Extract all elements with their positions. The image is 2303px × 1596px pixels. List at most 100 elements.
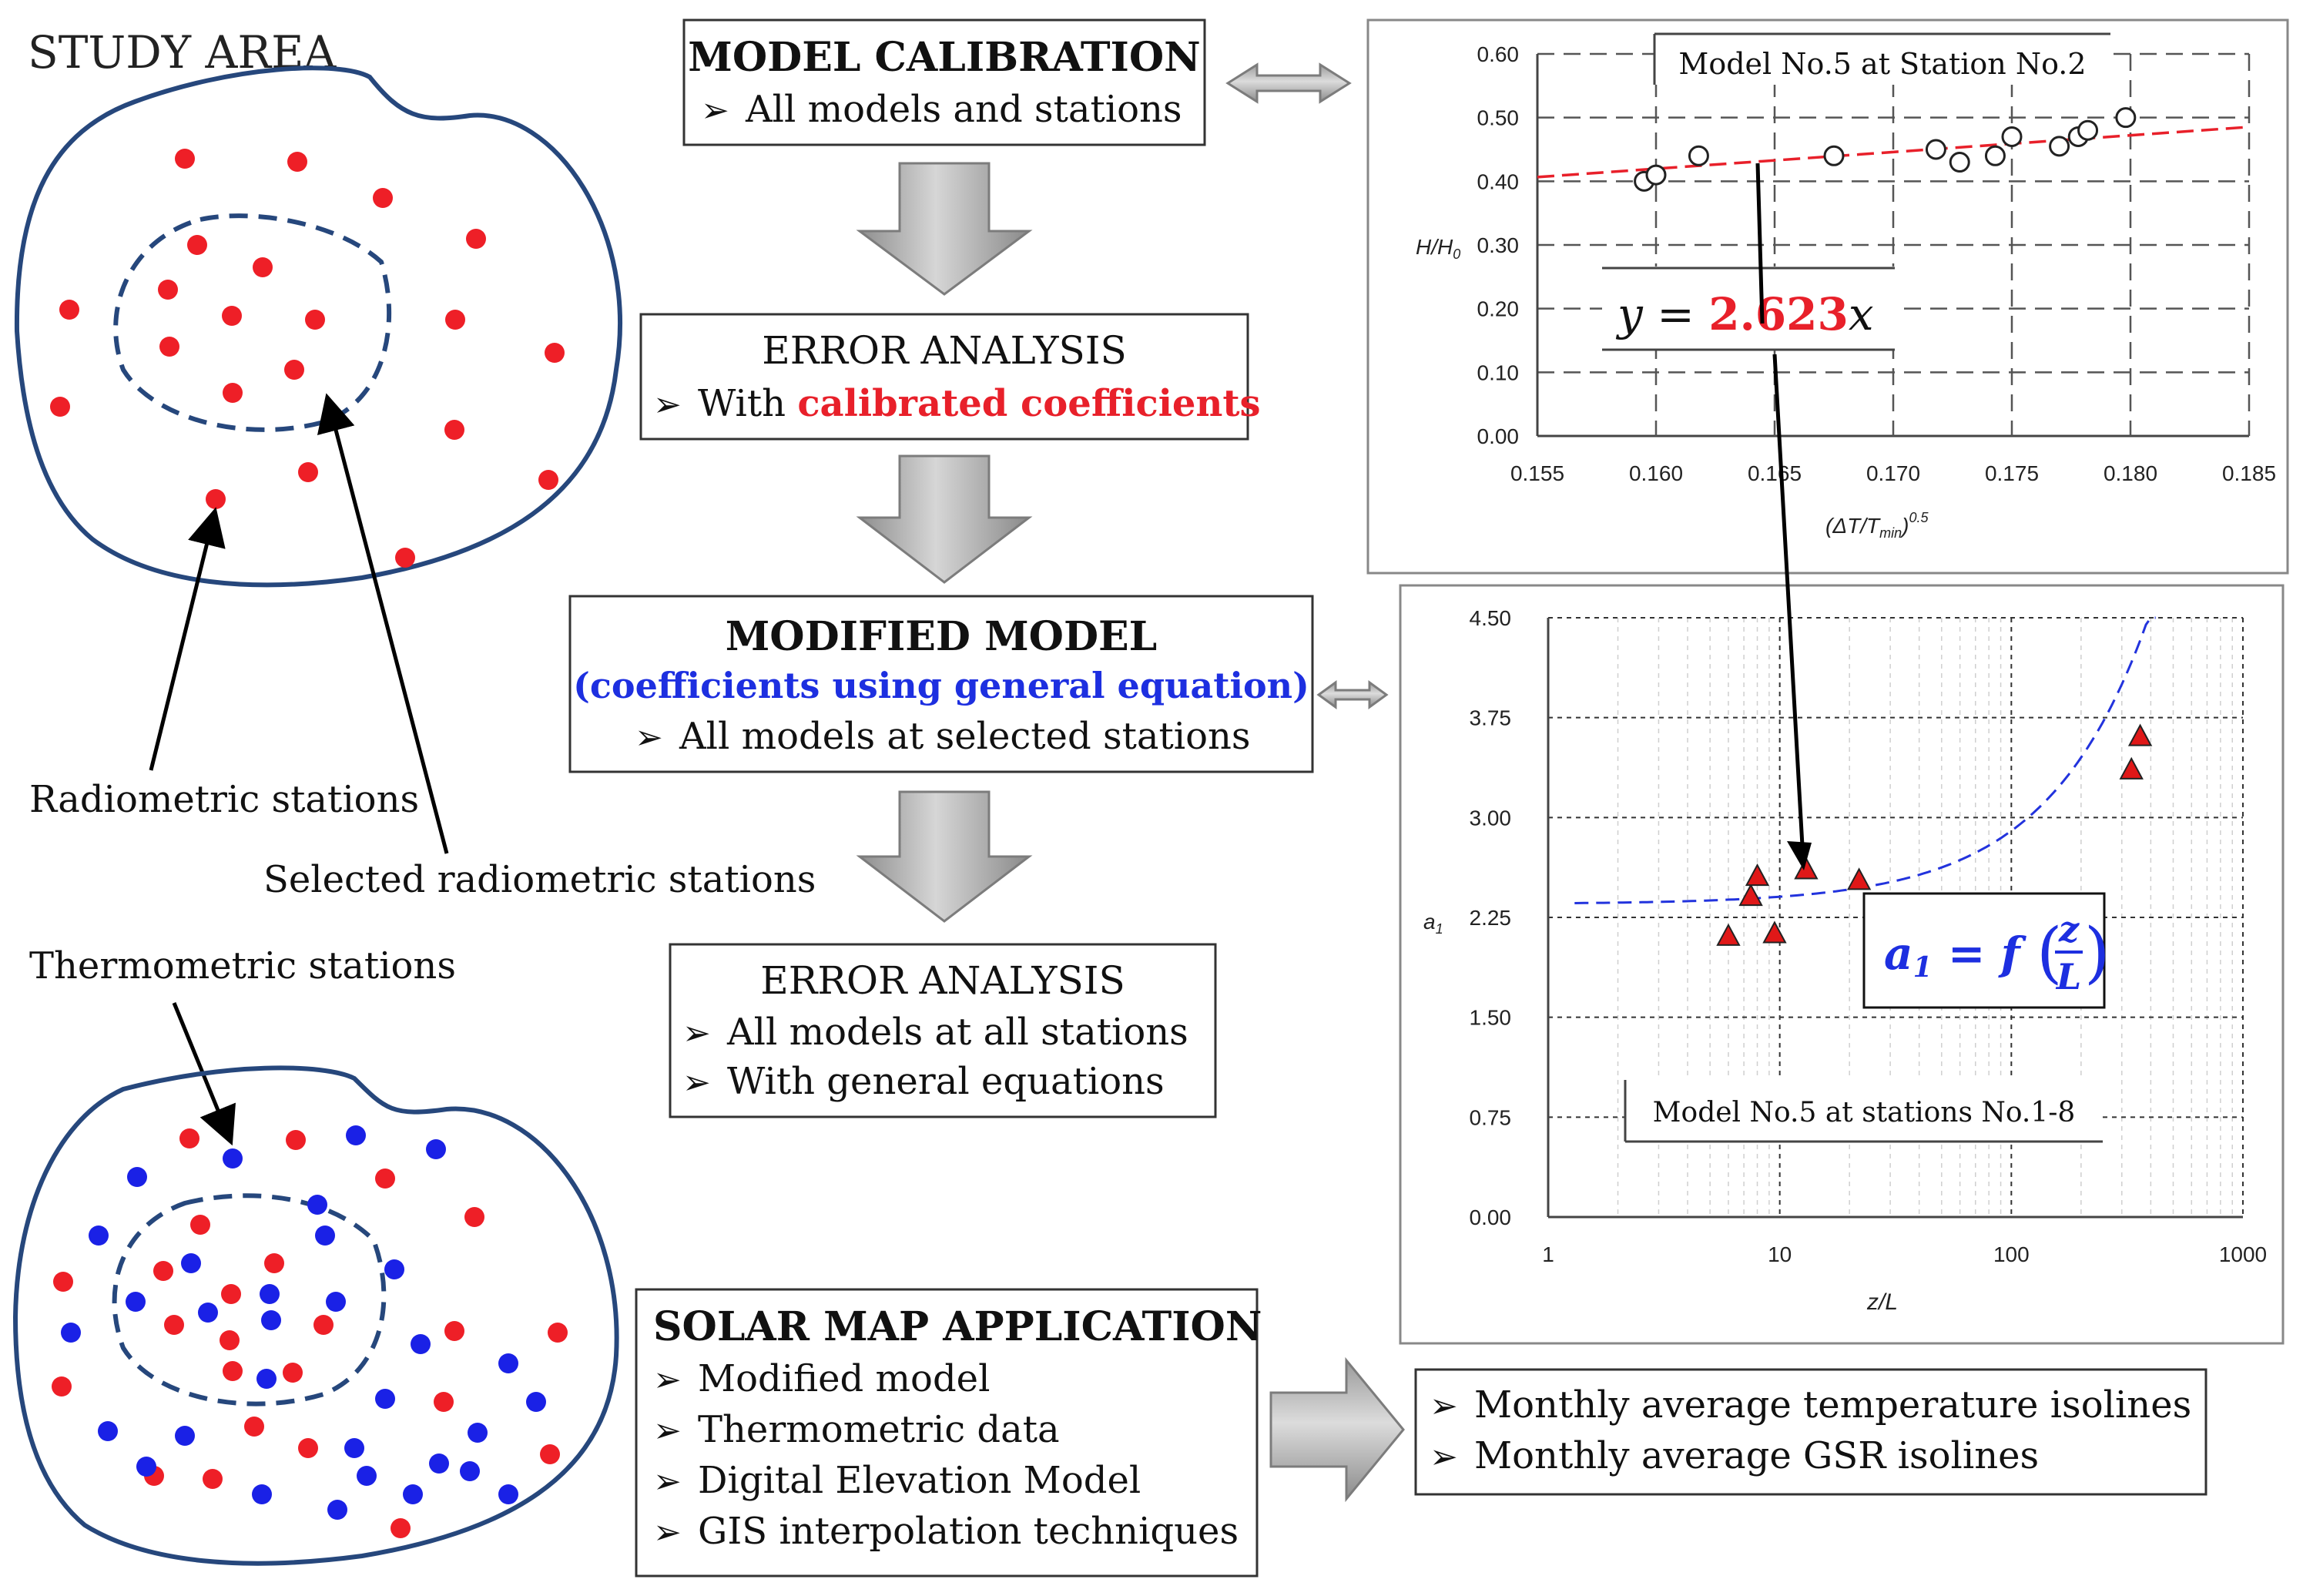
bullet-glyph: ➢ [653, 1412, 682, 1450]
radiometric-station-dot [444, 420, 464, 440]
selected-area-outline-top [113, 213, 391, 432]
chart-1-equation: y = 2.623x [1615, 288, 1874, 340]
radiometric-station-dot [445, 310, 465, 330]
thermometric-station-dot [429, 1454, 449, 1474]
radiometric-station-dot [53, 1272, 73, 1292]
y-tick-label: 0.60 [1477, 42, 1520, 66]
bullet-glyph: ➢ [1430, 1387, 1458, 1425]
radiometric-station-dot [175, 149, 195, 169]
data-point [2127, 723, 2153, 746]
radiometric-station-dot [305, 310, 325, 330]
y-tick-label: 1.50 [1470, 1006, 1512, 1030]
bullet-glyph: ➢ [635, 719, 663, 756]
radiometric-station-dot [179, 1128, 199, 1148]
model-calibration-box: MODEL CALIBRATION ➢ All models and stati… [682, 18, 1206, 146]
modified-model-title: MODIFIED MODEL [726, 613, 1158, 660]
y-tick-label: 3.00 [1470, 806, 1512, 830]
thermometric-station-dot [89, 1226, 109, 1246]
thermometric-station-dot [307, 1195, 327, 1215]
thermometric-station-dot [526, 1392, 546, 1412]
solar-map-bullet-1: Modified model [698, 1357, 990, 1400]
thermometric-station-dot [426, 1139, 446, 1159]
outputs-bullet-1: Monthly average temperature isolines [1474, 1383, 2191, 1427]
radiometric-station-dot [375, 1168, 395, 1189]
modified-model-box: MODIFIED MODEL (coefficients using gener… [568, 595, 1314, 773]
data-point [2077, 119, 2099, 141]
radiometric-station-dot [190, 1215, 210, 1235]
x-tick-label: 1 [1542, 1242, 1554, 1266]
chart-2-title: Model No.5 at stations No.1-8 [1653, 1097, 2076, 1128]
equation-numerator: z [2058, 908, 2080, 950]
selected-stations-arrow [317, 393, 449, 854]
equation-equals: = f [1933, 927, 2027, 980]
model-calibration-title: MODEL CALIBRATION [688, 34, 1200, 81]
calibrated-coefficients-text: calibrated coefficients [797, 382, 1260, 425]
y-tick-label: 0.75 [1470, 1105, 1512, 1129]
double-arrow-modified [1316, 680, 1389, 709]
radiometric-stations-map [50, 149, 565, 568]
thermometric-stations-label: Thermometric stations [29, 944, 456, 987]
thermometric-stations-arrow [172, 1002, 236, 1146]
radiometric-station-dot [283, 1363, 303, 1383]
thermometric-station-dot [260, 1284, 280, 1304]
study-area-outline-top [14, 65, 622, 588]
selected-area-outline-bottom [112, 1193, 387, 1407]
bullet-glyph: ➢ [653, 1361, 682, 1399]
thermometric-station-dot [181, 1253, 201, 1273]
y-tick-label: 0.50 [1477, 106, 1520, 130]
data-point [1762, 920, 1787, 944]
study-area-outline-bottom [12, 1065, 619, 1566]
solar-map-bullet-4: GIS interpolation techniques [698, 1510, 1239, 1553]
y-tick-label: 4.50 [1470, 606, 1512, 630]
y-tick-label: 0.40 [1477, 169, 1520, 193]
x-axis-label: z/L [1866, 1289, 1898, 1315]
thermometric-station-dot [61, 1323, 81, 1343]
radiometric-station-dot [264, 1253, 284, 1273]
radiometric-station-dot [545, 343, 565, 363]
radiometric-station-dot [52, 1376, 72, 1396]
radiometric-station-dot [373, 188, 393, 208]
x-tick-label: 0.155 [1510, 461, 1564, 485]
radiometric-station-dot [286, 1130, 306, 1150]
solar-map-bullet-2: Thermometric data [698, 1408, 1060, 1451]
thermometric-station-dot [326, 1292, 346, 1312]
data-point [2049, 136, 2070, 157]
thermometric-station-dot [411, 1334, 431, 1354]
radiometric-station-dot [50, 397, 70, 417]
data-point [2001, 126, 2023, 147]
radiometric-station-dot [223, 383, 243, 403]
thermometric-station-dot [403, 1484, 423, 1504]
x-tick-label: 0.160 [1629, 461, 1683, 485]
thermometric-station-dot [344, 1438, 364, 1458]
error-analysis-2-bullet-1: All models at all stations [726, 1011, 1188, 1054]
x-axis-label-part: ) [1899, 514, 1909, 538]
y-tick-label: 0.00 [1477, 424, 1520, 448]
bullet-glyph: ➢ [1430, 1438, 1458, 1476]
modified-model-bullet-1: All models at selected stations [679, 715, 1251, 758]
x-tick-label: 10 [1768, 1242, 1792, 1266]
radiometric-stations-arrow [149, 507, 226, 771]
fit-line [1537, 126, 2250, 179]
data-point [2115, 107, 2137, 129]
bullet-glyph: ➢ [701, 92, 729, 129]
thermometric-station-dot [98, 1421, 118, 1441]
chart-2-equation: a1 = f [1884, 927, 2027, 984]
thermometric-station-dot [315, 1226, 335, 1246]
radiometric-station-dot [158, 280, 178, 300]
error-analysis-1-title: ERROR ANALYSIS [762, 328, 1127, 373]
radiometric-station-dot [164, 1315, 184, 1335]
equation-background [1602, 267, 1895, 350]
thermometric-station-dot [384, 1259, 404, 1279]
thermometric-station-dot [498, 1353, 518, 1373]
radiometric-station-dot [538, 470, 558, 490]
radiometric-station-dot [221, 1284, 241, 1304]
radiometric-station-dot [287, 152, 307, 172]
thermometric-station-dot [327, 1500, 347, 1520]
thermometric-station-dot [468, 1423, 488, 1443]
data-point [1925, 139, 1946, 160]
x-tick-label: 0.185 [2222, 461, 2276, 485]
chart-title-background [1625, 1080, 2103, 1142]
data-point [1823, 145, 1845, 166]
radiometric-station-dot [444, 1321, 464, 1341]
